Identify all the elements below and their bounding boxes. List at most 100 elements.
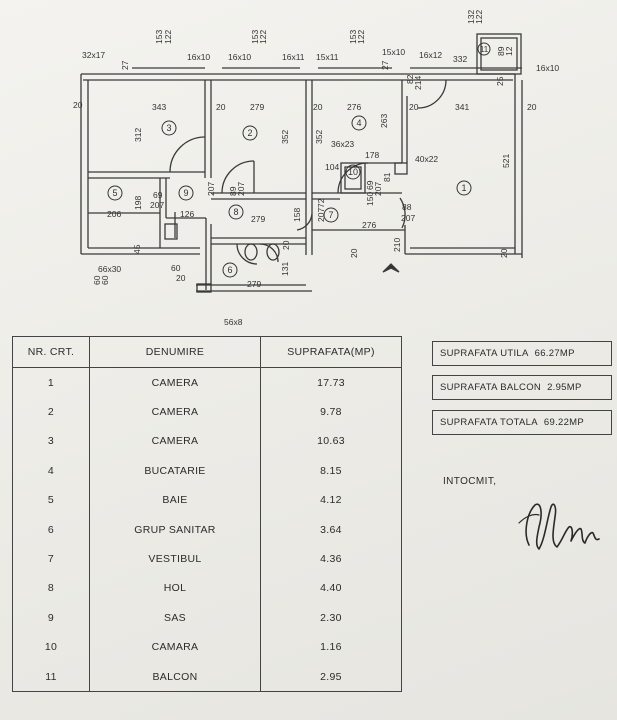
dim-label: 122	[258, 30, 268, 44]
dim-label: 158	[292, 208, 302, 222]
dim-label: 153	[154, 30, 164, 44]
row-number: 3	[12, 426, 90, 457]
dim-label: 104	[325, 162, 339, 172]
dim-label: 16x11	[282, 52, 305, 62]
dim-label: 16x10	[536, 63, 559, 73]
summary-useful-area: SUPRAFATA UTILA 66.27MP	[432, 341, 612, 366]
dim-label: 276	[362, 220, 376, 230]
dim-label: 20	[73, 100, 83, 110]
room-number-5: 5	[112, 188, 117, 198]
dim-label: 72	[316, 198, 326, 208]
dim-label: 126	[180, 209, 194, 219]
room-area: 3.64	[260, 514, 402, 545]
dim-label: 521	[501, 154, 511, 168]
dim-label: 206	[107, 209, 121, 219]
dim-label: 279	[247, 279, 261, 289]
dim-label: 20	[216, 102, 226, 112]
dim-label: 332	[453, 54, 467, 64]
summary-total-area: SUPRAFATA TOTALA 69.22MP	[432, 410, 612, 435]
column-header-area: SUPRAFATA(MP)	[260, 336, 402, 368]
summary-value: 69.22MP	[543, 417, 585, 428]
dim-label: 122	[356, 30, 366, 44]
dim-label: 20	[499, 248, 509, 258]
room-name: BAIE	[89, 485, 261, 515]
room-area: 4.36	[260, 544, 402, 574]
row-number: 2	[12, 397, 90, 427]
room-name: CAMARA	[89, 632, 261, 662]
dim-label: 131	[280, 262, 290, 276]
dim-label: 16x12	[419, 50, 442, 60]
dim-label: 132	[466, 10, 476, 24]
dim-label: 15x10	[382, 47, 405, 57]
dim-label: 60	[171, 263, 181, 273]
dim-label: 69	[365, 180, 375, 190]
summary-balcony-area: SUPRAFATA BALCON 2.95MP	[432, 375, 612, 400]
room-name: GRUP SANITAR	[89, 514, 261, 545]
dim-label: 40x22	[415, 154, 438, 164]
dim-label: 56x8	[224, 317, 243, 327]
room-number-7: 7	[328, 210, 333, 220]
room-area: 4.40	[260, 573, 402, 604]
room-name: CAMERA	[89, 426, 261, 457]
room-name: VESTIBUL	[89, 544, 261, 574]
row-number: 4	[12, 456, 90, 486]
dim-label: 122	[474, 10, 484, 24]
dimension-labels: 32x17 27 153 122 16x10 16x10 153 122 16x…	[73, 10, 559, 327]
summary-label: SUPRAFATA BALCON	[440, 382, 542, 393]
column-header-name: DENUMIRE	[89, 336, 261, 368]
room-name: BUCATARIE	[89, 456, 261, 486]
dim-label: 15x11	[316, 52, 339, 62]
dim-label: 279	[251, 214, 265, 224]
dim-label: 20	[281, 240, 291, 250]
dim-label: 153	[348, 30, 358, 44]
dim-label: 352	[314, 130, 324, 144]
room-area: 8.15	[260, 456, 402, 486]
dim-label: 178	[365, 150, 379, 160]
summary-value: 66.27MP	[534, 348, 575, 359]
dim-label: 276	[347, 102, 361, 112]
dim-label: 207	[316, 208, 326, 222]
dim-label: 89	[228, 186, 238, 196]
summary-value: 2.95MP	[547, 382, 582, 393]
dim-label: 312	[133, 128, 143, 142]
dim-label: 25	[495, 76, 505, 86]
room-name: BALCON	[89, 661, 261, 693]
dim-label: 27	[380, 60, 390, 70]
dim-label: 263	[379, 114, 389, 128]
room-area: 2.95	[260, 661, 402, 693]
room-name: HOL	[89, 573, 261, 604]
floor-plan-drawing: 1 2 3 4 5 6 7 8 9 10 11 32x17 27 153 122…	[73, 10, 559, 327]
dim-label: 82	[405, 74, 415, 84]
room-number-9: 9	[183, 188, 188, 198]
room-number-6: 6	[227, 265, 232, 275]
dim-label: 122	[163, 30, 173, 44]
room-number-3: 3	[166, 123, 171, 133]
room-number-8: 8	[233, 207, 238, 217]
dim-label: 207	[236, 182, 246, 196]
dim-label: 16x10	[228, 52, 251, 62]
dim-label: 89	[496, 46, 506, 56]
room-area: 4.12	[260, 485, 402, 515]
dim-label: 16x10	[187, 52, 210, 62]
dim-label: 341	[455, 102, 469, 112]
dim-label: 20	[313, 102, 323, 112]
room-number-10: 10	[348, 167, 358, 177]
dim-label: 210	[392, 238, 402, 252]
dim-label: 36x23	[331, 139, 354, 149]
dim-label: 343	[152, 102, 166, 112]
dim-label: 12	[504, 46, 514, 56]
room-name: CAMERA	[89, 367, 261, 398]
room-area: 17.73	[260, 367, 402, 398]
dim-label: 20	[409, 102, 419, 112]
dim-label: 207	[373, 182, 383, 196]
room-area: 2.30	[260, 603, 402, 633]
